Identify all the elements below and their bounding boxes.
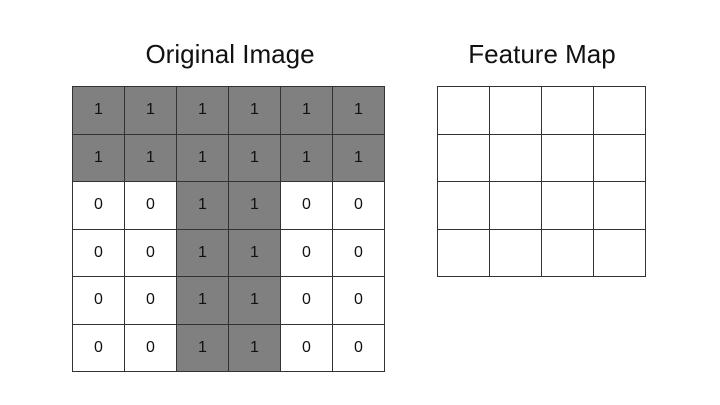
feature-map-cell <box>594 134 646 182</box>
original-cell: 1 <box>73 87 125 135</box>
original-cell: 1 <box>229 229 281 277</box>
original-cell: 1 <box>177 134 229 182</box>
original-cell: 1 <box>229 87 281 135</box>
feature-map-cell <box>438 134 490 182</box>
original-cell: 1 <box>125 134 177 182</box>
feature-map-cell <box>490 182 542 230</box>
original-cell: 0 <box>73 277 125 325</box>
original-cell: 0 <box>125 277 177 325</box>
original-cell: 1 <box>229 277 281 325</box>
original-cell: 0 <box>125 229 177 277</box>
feature-map-cell <box>490 229 542 277</box>
feature-map-cell <box>542 134 594 182</box>
feature-map-cell <box>594 229 646 277</box>
original-cell: 0 <box>333 277 385 325</box>
original-cell: 0 <box>281 324 333 372</box>
original-cell: 0 <box>333 182 385 230</box>
original-cell: 0 <box>125 324 177 372</box>
original-cell: 0 <box>281 277 333 325</box>
original-cell: 1 <box>177 87 229 135</box>
feature-map-cell <box>542 182 594 230</box>
original-cell: 1 <box>177 229 229 277</box>
feature-map-title: Feature Map <box>468 39 616 69</box>
original-cell: 1 <box>333 87 385 135</box>
original-cell: 0 <box>281 182 333 230</box>
original-cell: 1 <box>229 324 281 372</box>
feature-map-cell <box>438 87 490 135</box>
original-cell: 1 <box>177 277 229 325</box>
original-cell: 0 <box>333 229 385 277</box>
feature-map-grid <box>437 86 646 277</box>
original-cell: 1 <box>125 87 177 135</box>
original-cell: 0 <box>73 324 125 372</box>
original-cell: 0 <box>73 229 125 277</box>
original-image-title: Original Image <box>145 39 315 69</box>
feature-map-cell <box>490 134 542 182</box>
original-cell: 1 <box>73 134 125 182</box>
feature-map-cell <box>438 229 490 277</box>
feature-map-cell <box>542 229 594 277</box>
feature-map-cell <box>594 87 646 135</box>
original-cell: 1 <box>333 134 385 182</box>
original-cell: 1 <box>177 182 229 230</box>
feature-map-cell <box>490 87 542 135</box>
original-cell: 1 <box>177 324 229 372</box>
feature-map-cell <box>438 182 490 230</box>
original-cell: 0 <box>73 182 125 230</box>
original-cell: 1 <box>281 134 333 182</box>
original-cell: 0 <box>333 324 385 372</box>
original-cell: 1 <box>229 182 281 230</box>
original-cell: 1 <box>229 134 281 182</box>
original-cell: 1 <box>281 87 333 135</box>
original-cell: 0 <box>281 229 333 277</box>
feature-map-cell <box>542 87 594 135</box>
original-cell: 0 <box>125 182 177 230</box>
feature-map-cell <box>594 182 646 230</box>
